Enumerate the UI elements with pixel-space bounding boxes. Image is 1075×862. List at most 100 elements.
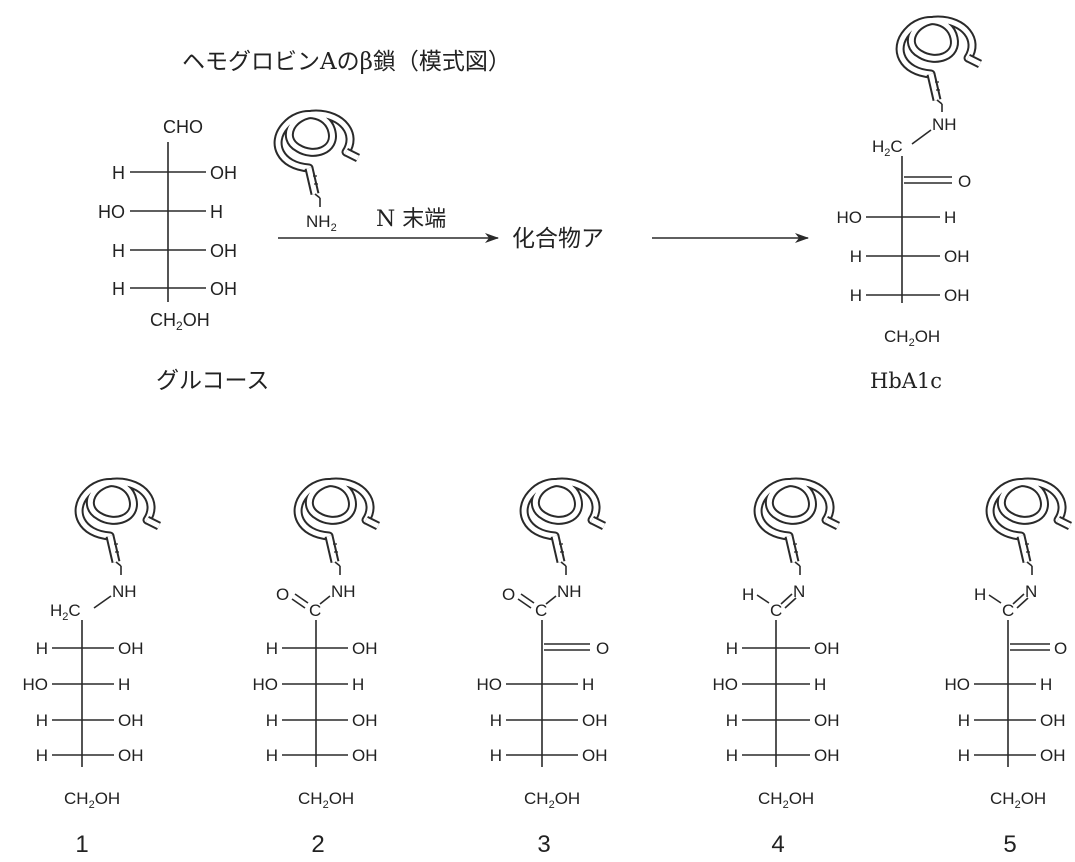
glucose-row-3-right: OH	[210, 241, 237, 261]
glucose-ch2oh-label: CH2OH	[150, 310, 210, 333]
hba1c-row-1: HO H	[837, 208, 957, 227]
hba1c-structure: NH H2C O HO H H OH H OH CH2OH	[837, 20, 981, 349]
option-4-row-2-left: HO	[713, 675, 739, 694]
option-3-row-1-right: H	[582, 675, 594, 694]
option-1-row-4-right: OH	[118, 746, 144, 765]
option-5-row-1-left: HO	[945, 675, 971, 694]
option-5-h: H	[974, 585, 986, 604]
option-4-c: C	[770, 601, 782, 620]
option-2-row-1: H OH	[266, 639, 378, 658]
option-4-row-1: H OH	[726, 639, 840, 658]
protein-n-terminus: NH2 N 末端	[278, 114, 446, 234]
option-5-row-1: HO H	[945, 675, 1053, 694]
protein-chain-icon	[990, 482, 1070, 566]
glucose-row-1-right: OH	[210, 163, 237, 183]
hba1c-ch2-label: H2C	[872, 137, 903, 159]
option-3-o: O	[502, 585, 515, 604]
option-4-h: H	[742, 585, 754, 604]
glucose-row-2: HO H	[98, 202, 223, 222]
option-4-row-3-right: OH	[814, 711, 840, 730]
option-4-row-4-right: OH	[814, 746, 840, 765]
option-1-row-1: H OH	[36, 639, 144, 658]
option-3-row-2: H OH	[490, 711, 608, 730]
option-1-number: 1	[75, 831, 88, 858]
protein-chain-icon	[900, 20, 980, 104]
glucose-row-3-left: H	[112, 241, 125, 261]
option-4-structure: N C H H OH HO H H OH H OH CH2OH	[713, 482, 840, 811]
option-2-nh: NH	[331, 582, 356, 601]
option-5-row-3-left: H	[958, 746, 970, 765]
protein-chain-icon	[298, 482, 378, 566]
option-3-row-3: H OH	[490, 746, 608, 765]
option-3-row-3-left: H	[490, 746, 502, 765]
option-2-row-3-right: OH	[352, 711, 378, 730]
hba1c-row-3: H OH	[850, 286, 970, 305]
option-1-row-2-left: HO	[23, 675, 49, 694]
protein-chain-icon	[524, 482, 604, 566]
option-5-n: N	[1025, 582, 1037, 601]
option-1-row-2-right: H	[118, 675, 130, 694]
option-4-row-2-right: H	[814, 675, 826, 694]
option-4-row-3: H OH	[726, 711, 840, 730]
option-2-row-2-left: HO	[253, 675, 279, 694]
option-5-c: C	[1002, 601, 1014, 620]
option-3-row-2-right: OH	[582, 711, 608, 730]
hba1c-row-1-right: H	[944, 208, 956, 227]
hba1c-row-2-right: OH	[944, 247, 970, 266]
hba1c-nh-label: NH	[932, 115, 957, 134]
option-2-row-3: H OH	[266, 711, 378, 730]
option-1-row-4: H OH	[36, 746, 144, 765]
option-2-row-2: HO H	[253, 675, 365, 694]
option-3-nh: NH	[557, 582, 582, 601]
intermediate-compound: 化合物ア	[512, 226, 604, 252]
option-4-ch2oh: CH2OH	[758, 789, 814, 811]
hba1c-row-2-left: H	[850, 247, 862, 266]
glucose-row-3: H OH	[112, 241, 237, 261]
option-1-structure: NH H2C H OH HO H H OH H OH CH2OH	[23, 482, 160, 811]
glucose-row-2-right: H	[210, 202, 223, 222]
option-3-row-1: HO H	[477, 675, 595, 694]
hba1c-row-1-left: HO	[837, 208, 863, 227]
option-2-c: C	[309, 601, 321, 620]
option-2-o: O	[276, 585, 289, 604]
option-4-row-4: H OH	[726, 746, 840, 765]
glucose-row-2-left: HO	[98, 202, 125, 222]
hba1c-row-3-right: OH	[944, 286, 970, 305]
option-2-row-1-right: OH	[352, 639, 378, 658]
option-4-n: N	[793, 582, 805, 601]
option-5-row-2: H OH	[958, 711, 1066, 730]
glucose-row-4-right: OH	[210, 279, 237, 299]
option-5-row-2-left: H	[958, 711, 970, 730]
option-5-row-2-right: OH	[1040, 711, 1066, 730]
option-3-number: 3	[537, 831, 550, 858]
option-5-carbonyl-o: O	[1054, 639, 1067, 658]
option-1-row-4-left: H	[36, 746, 48, 765]
option-2-row-4-right: OH	[352, 746, 378, 765]
hba1c-row-3-left: H	[850, 286, 862, 305]
option-4-row-3-left: H	[726, 711, 738, 730]
option-2-number: 2	[311, 831, 324, 858]
option-4-row-1-right: OH	[814, 639, 840, 658]
option-1-row-3-right: OH	[118, 711, 144, 730]
option-2-row-3-left: H	[266, 711, 278, 730]
option-4-number: 4	[771, 831, 784, 858]
glucose-aldehyde-label: CHO	[163, 117, 203, 137]
option-5-number: 5	[1003, 831, 1016, 858]
option-3-c: C	[535, 601, 547, 620]
glucose-row-1-left: H	[112, 163, 125, 183]
option-3-row-2-left: H	[490, 711, 502, 730]
option-2-row-4-left: H	[266, 746, 278, 765]
amine-nh2-label: NH2	[306, 212, 337, 234]
option-4-row-1-left: H	[726, 639, 738, 658]
protein-chain-icon	[79, 482, 159, 566]
hba1c-name: HbA1c	[870, 369, 942, 393]
option-5-row-3-right: OH	[1040, 746, 1066, 765]
option-4-row-2: HO H	[713, 675, 827, 694]
glucose-row-4: H OH	[112, 279, 237, 299]
option-2-ch2oh: CH2OH	[298, 789, 354, 811]
option-5-structure: N C H O HO H H OH H OH CH2OH	[945, 482, 1071, 811]
figure-title: ヘモグロビンAのβ鎖（模式図）	[182, 49, 511, 75]
glucose-name: グルコース	[156, 368, 269, 394]
glucose-structure: CHO H OH HO H H OH H OH CH2OH	[98, 117, 237, 333]
